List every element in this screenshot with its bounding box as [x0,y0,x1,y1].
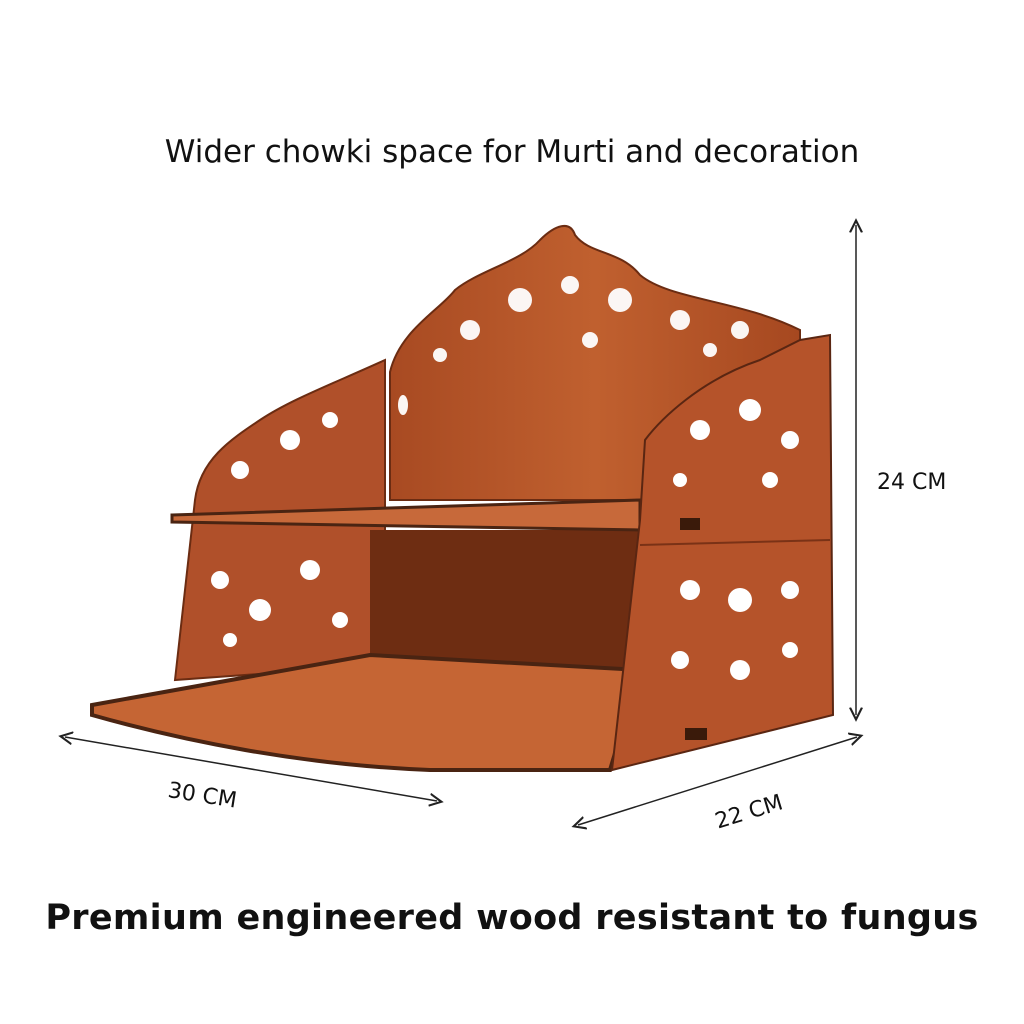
depth-dimension-line [578,737,857,825]
headline-top: Wider chowki space for Murti and decorat… [164,134,860,170]
lower-shelf [90,652,643,772]
interior-shadow [370,530,640,670]
width-dimension-line [65,737,437,801]
headline-bottom: Premium engineered wood resistant to fun… [45,898,979,938]
height-label: 24 CM [877,470,947,495]
right-side-panel [610,333,835,772]
